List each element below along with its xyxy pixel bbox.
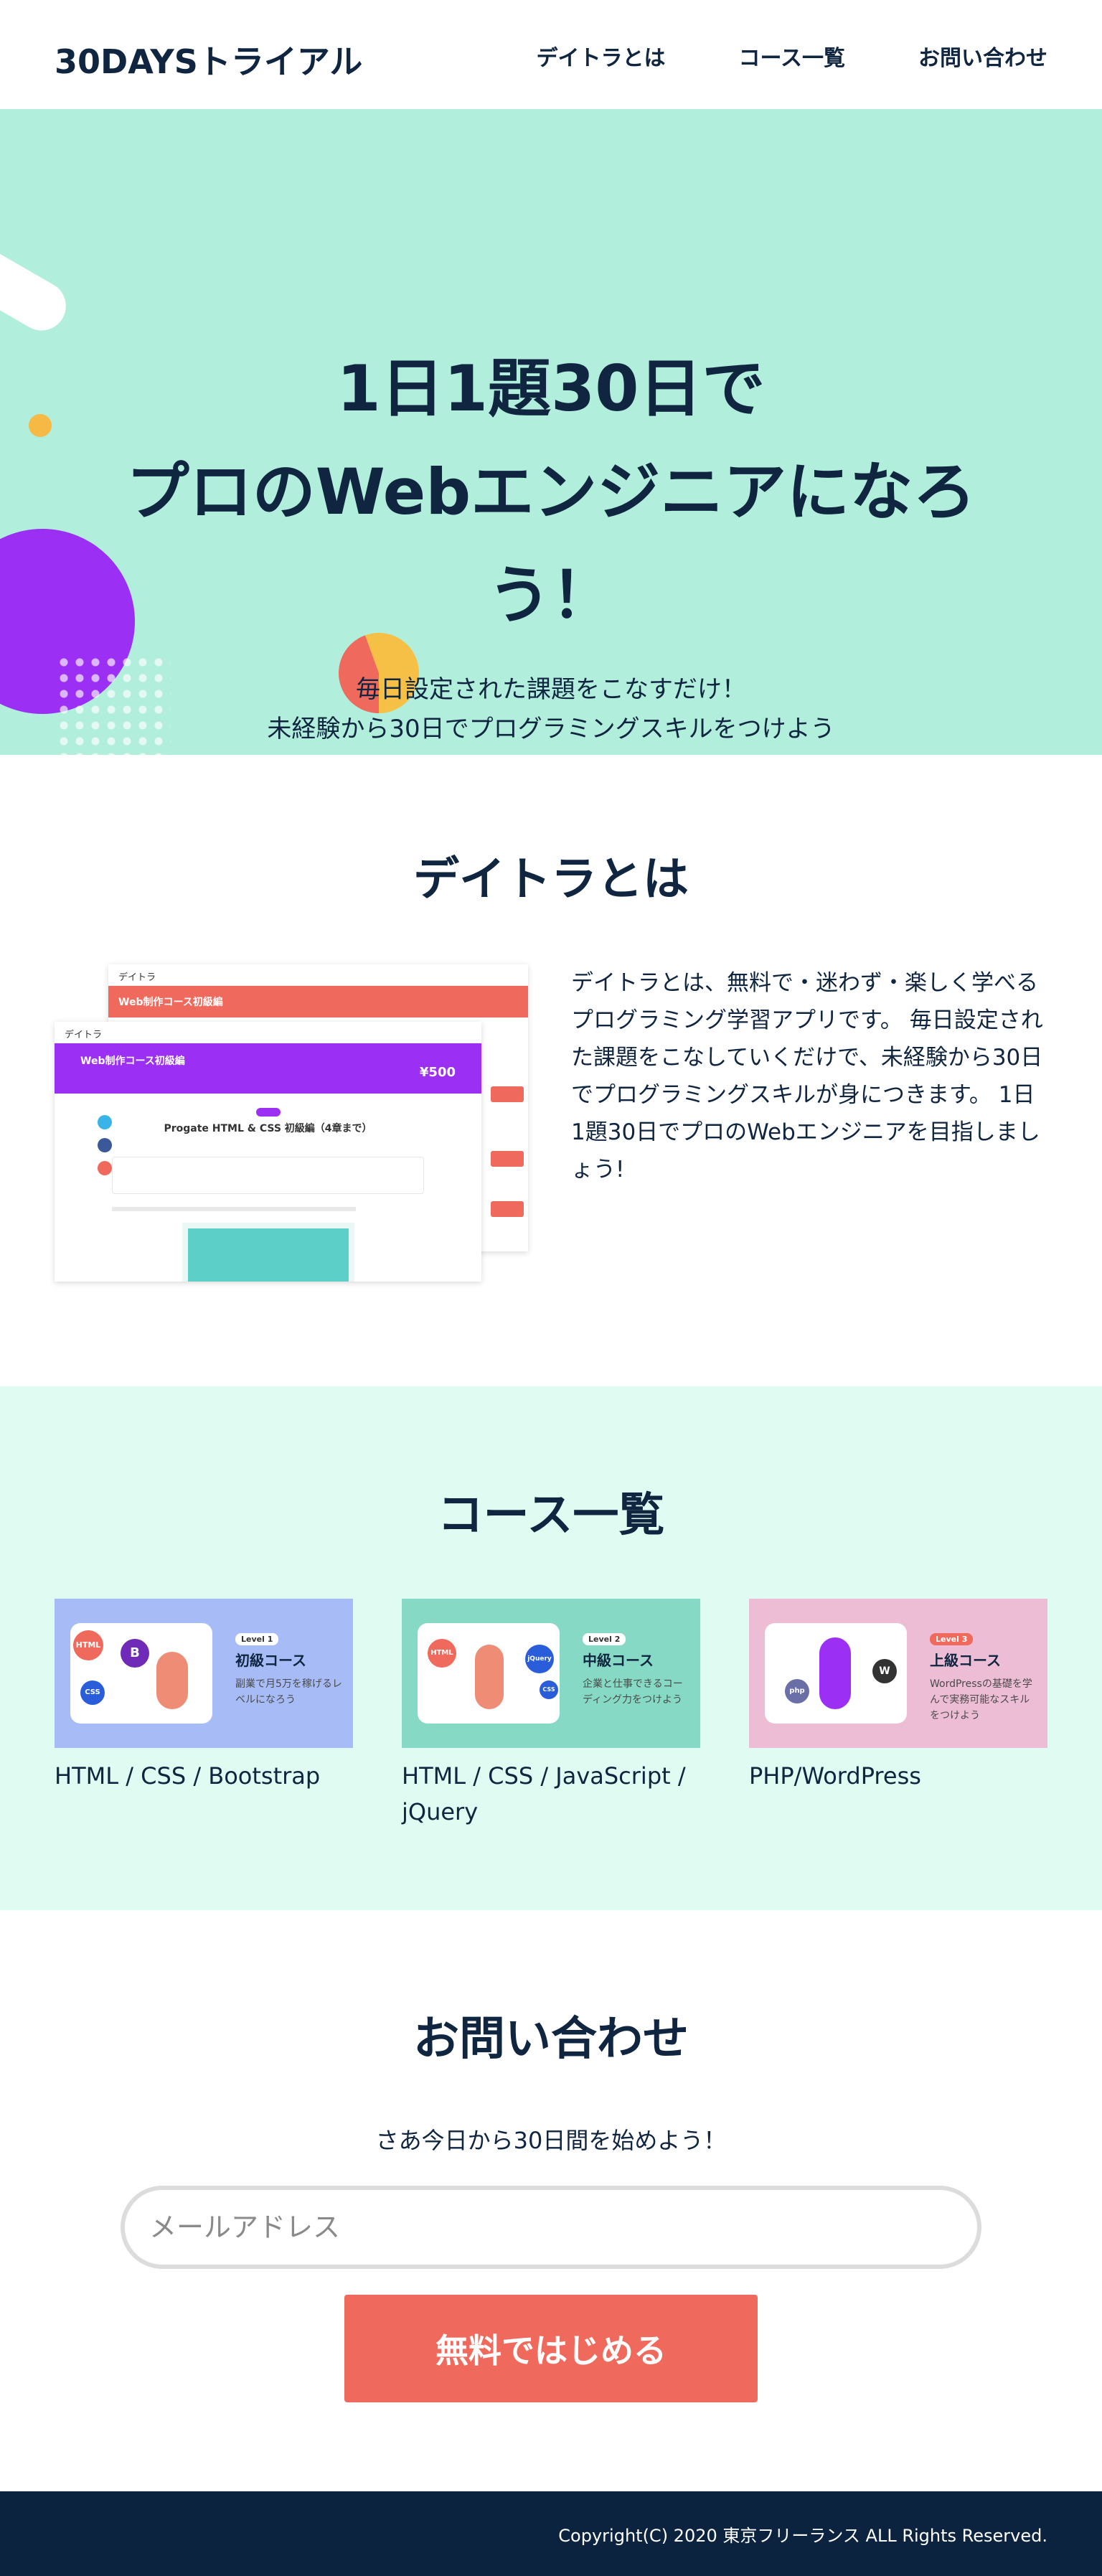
course-label[interactable]: PHP/WordPress xyxy=(749,1762,921,1790)
decorative-pill-shape xyxy=(0,229,75,339)
course-name: 中級コース xyxy=(583,1652,654,1669)
course-illustration: php W xyxy=(765,1623,907,1724)
app-screenshot: デイトラ Web制作コース初級編 デイトラ Web制作コース初級編 ¥500 P… xyxy=(55,964,528,1282)
course-name: 上級コース xyxy=(930,1652,1001,1669)
screenshot-teal-image xyxy=(182,1223,354,1282)
php-icon: php xyxy=(785,1679,809,1703)
course-label[interactable]: HTML / CSS / Bootstrap xyxy=(55,1762,321,1790)
decorative-dot-pattern xyxy=(56,654,171,755)
jquery-icon: jQuery xyxy=(525,1645,554,1673)
person-illustration-icon xyxy=(475,1645,504,1709)
decorative-yellow-dot xyxy=(29,414,52,437)
nav-link-contact[interactable]: お問い合わせ xyxy=(918,46,1047,71)
screenshot-front: デイトラ Web制作コース初級編 ¥500 Progate HTML & CSS… xyxy=(55,1022,481,1282)
email-input[interactable] xyxy=(121,2186,981,2269)
course-card-advanced[interactable]: php W Level 3 上級コース WordPressの基礎を学んで実務可能… xyxy=(749,1599,1047,1794)
screenshot-back-topbar: デイトラ xyxy=(108,964,528,986)
course-thumbnail[interactable]: HTML B CSS Level 1 初級コース 副業で月5万を稼げるレベルにな… xyxy=(55,1599,353,1748)
screenshot-box xyxy=(112,1157,424,1194)
course-thumbnail[interactable]: HTML jQuery CSS Level 2 中級コース 企業と仕事できるコー… xyxy=(402,1599,700,1748)
site-footer: Copyright(C) 2020 東京フリーランス ALL Rights Re… xyxy=(0,2491,1102,2576)
course-card-beginner[interactable]: HTML B CSS Level 1 初級コース 副業で月5万を稼げるレベルにな… xyxy=(55,1599,353,1794)
screenshot-price: ¥500 xyxy=(419,1065,456,1080)
screenshot-side-button xyxy=(491,1086,524,1102)
bootstrap-icon: B xyxy=(121,1639,149,1668)
nav-link-about[interactable]: デイトラとは xyxy=(536,46,666,71)
twitter-share-icon xyxy=(98,1115,112,1129)
screenshot-side-button xyxy=(491,1201,524,1217)
css-badge-icon: CSS xyxy=(80,1680,105,1705)
course-level-badge: Level 1 xyxy=(235,1633,279,1645)
css-badge-icon: CSS xyxy=(540,1680,558,1699)
screenshot-back-header: Web制作コース初級編 xyxy=(108,986,528,1017)
course-card-intermediate[interactable]: HTML jQuery CSS Level 2 中級コース 企業と仕事できるコー… xyxy=(402,1599,700,1830)
hero-subtitle-line-2: 未経験から30日でプログラミングスキルをつけよう xyxy=(267,715,835,743)
courses-title: コース一覧 xyxy=(437,1489,665,1542)
courses-section: コース一覧 HTML B CSS Level 1 初級コース 副業で月5万を稼げ… xyxy=(0,1386,1102,1910)
hero-section: 1日1題30日で プロのWebエンジニアになろ う！ 毎日設定された課題をこなす… xyxy=(0,109,1102,755)
facebook-share-icon xyxy=(98,1138,112,1152)
wordpress-icon: W xyxy=(872,1659,897,1683)
link-share-icon xyxy=(98,1161,112,1175)
person-illustration-icon xyxy=(819,1637,851,1709)
person-illustration-icon xyxy=(156,1652,188,1709)
course-description: 企業と仕事できるコーディング力をつけよう xyxy=(583,1678,683,1706)
hero-title-line-3: う！ xyxy=(487,558,614,632)
hero-title: 1日1題30日で プロのWebエンジニアになろ う！ xyxy=(0,337,1102,647)
course-illustration: HTML jQuery CSS xyxy=(418,1623,560,1724)
contact-subtitle: さあ今日から30日間を始めよう！ xyxy=(375,2127,727,2154)
course-thumbnail[interactable]: php W Level 3 上級コース WordPressの基礎を学んで実務可能… xyxy=(749,1599,1047,1748)
about-title: デイトラとは xyxy=(413,853,689,906)
screenshot-front-header-title: Web制作コース初級編 xyxy=(80,1056,185,1067)
screenshot-front-header: Web制作コース初級編 ¥500 xyxy=(55,1043,481,1094)
course-description: 副業で月5万を稼げるレベルになろう xyxy=(235,1678,342,1706)
screenshot-back-app-name: デイトラ xyxy=(118,972,156,983)
main-nav: デイトラとは コース一覧 お問い合わせ xyxy=(537,40,1048,72)
course-level-badge: Level 3 xyxy=(930,1633,974,1645)
nav-link-courses[interactable]: コース一覧 xyxy=(738,46,846,71)
screenshot-body: Progate HTML & CSS 初級編（4章まで） xyxy=(55,1094,481,1282)
course-illustration: HTML B CSS xyxy=(70,1623,212,1724)
screenshot-front-topbar: デイトラ xyxy=(55,1022,481,1043)
course-name: 初級コース xyxy=(235,1652,306,1669)
about-section: デイトラとは デイトラ Web制作コース初級編 デイトラ Web制作コース初級編… xyxy=(0,755,1102,1386)
screenshot-text-line xyxy=(112,1207,356,1211)
course-level-badge: Level 2 xyxy=(583,1633,626,1645)
html-badge-icon: HTML xyxy=(73,1630,103,1660)
site-header: 30DAYSトライアル デイトラとは コース一覧 お問い合わせ xyxy=(0,0,1102,109)
hero-subtitle: 毎日設定された課題をこなすだけ！ 未経験から30日でプログラミングスキルをつけよ… xyxy=(0,670,1102,749)
html-badge-icon: HTML xyxy=(428,1639,456,1668)
hero-title-line-1: 1日1題30日で xyxy=(336,352,766,426)
course-label[interactable]: HTML / CSS / JavaScript / jQuery xyxy=(402,1762,686,1825)
day-tag xyxy=(255,1108,281,1117)
about-description: デイトラとは、無料で・迷わず・楽しく学べるプログラミング学習アプリです。 毎日設… xyxy=(571,970,1043,1183)
contact-section: お問い合わせ さあ今日から30日間を始めよう！ 無料ではじめる xyxy=(0,1910,1102,2491)
course-description: WordPressの基礎を学んで実務可能なスキルをつけよう xyxy=(930,1678,1032,1721)
hero-title-line-2: プロのWebエンジニアになろ xyxy=(126,455,976,529)
screenshot-front-app-name: デイトラ xyxy=(65,1030,103,1040)
site-logo[interactable]: 30DAYSトライアル xyxy=(55,42,363,81)
start-free-button[interactable]: 無料ではじめる xyxy=(344,2295,758,2402)
screenshot-card-title: Progate HTML & CSS 初級編（4章まで） xyxy=(164,1123,372,1134)
screenshot-side-button xyxy=(491,1151,524,1167)
copyright-text: Copyright(C) 2020 東京フリーランス ALL Rights Re… xyxy=(558,2526,1047,2546)
contact-title: お問い合わせ xyxy=(413,2013,689,2066)
hero-subtitle-line-1: 毎日設定された課題をこなすだけ！ xyxy=(356,675,746,704)
